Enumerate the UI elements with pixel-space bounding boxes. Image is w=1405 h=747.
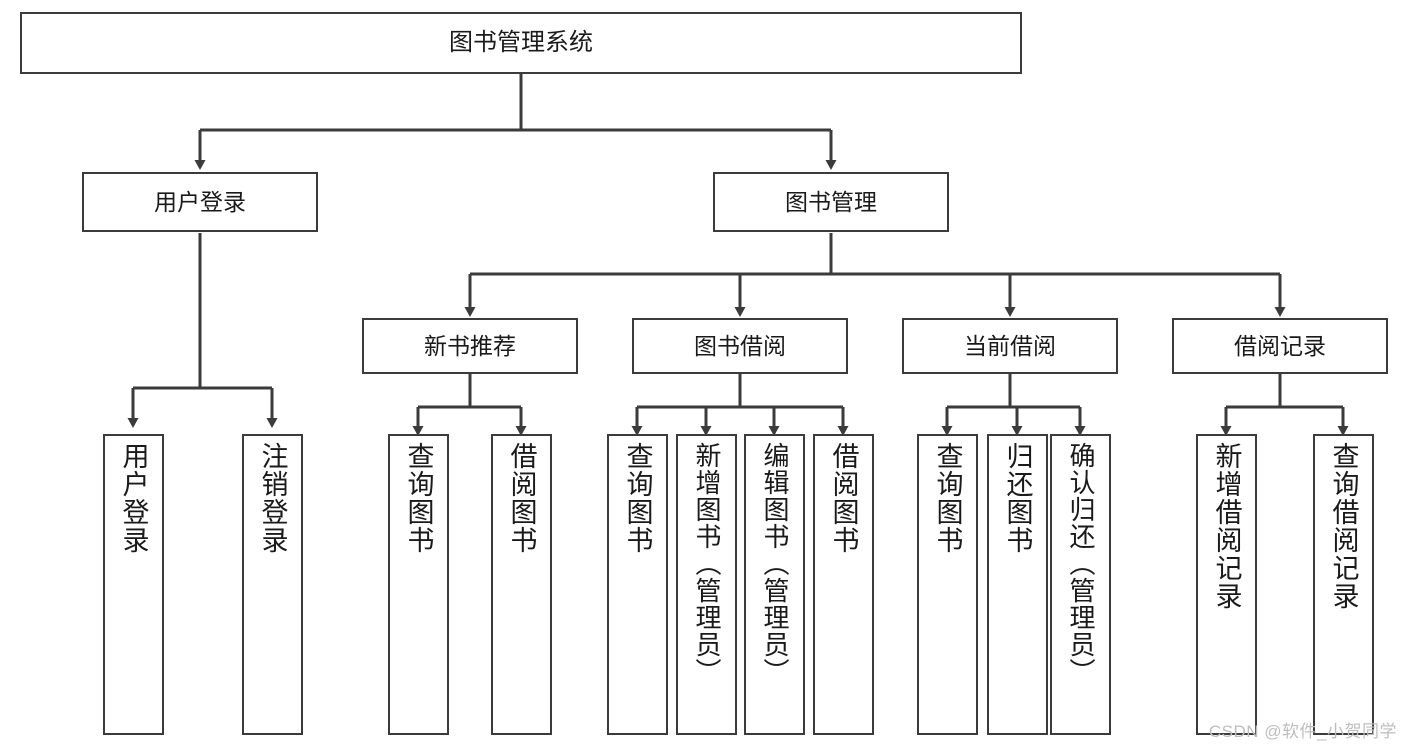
node-leaf-add-book[interactable]: 新增图书（管理员） (676, 434, 737, 735)
node-leaf-confirm-return[interactable]: 确认归还（管理员） (1050, 434, 1111, 735)
node-leaf-user-login[interactable]: 用户登录 (103, 434, 164, 735)
node-leaf-return-book[interactable]: 归还图书 (987, 434, 1048, 735)
node-leaf-borrow-book-1-label: 借阅图书 (506, 442, 537, 554)
node-leaf-user-logout-label: 注销登录 (257, 442, 288, 554)
node-user-login[interactable]: 用户登录 (82, 172, 318, 232)
node-leaf-borrow-book-2-label: 借阅图书 (828, 442, 859, 554)
node-leaf-query-record[interactable]: 查询借阅记录 (1313, 434, 1374, 735)
node-new-book-rec[interactable]: 新书推荐 (362, 318, 578, 374)
node-leaf-edit-book-label: 编辑图书（管理员） (760, 442, 791, 685)
node-borrow-record[interactable]: 借阅记录 (1172, 318, 1388, 374)
node-leaf-add-record[interactable]: 新增借阅记录 (1196, 434, 1257, 735)
node-leaf-query-book-2-label: 查询图书 (622, 442, 653, 554)
node-new-book-rec-label: 新书推荐 (424, 332, 516, 359)
node-book-borrow-label: 图书借阅 (694, 332, 786, 359)
node-leaf-return-book-label: 归还图书 (1002, 442, 1033, 554)
node-leaf-query-record-label: 查询借阅记录 (1328, 442, 1359, 610)
node-leaf-query-book-3-label: 查询图书 (932, 442, 963, 554)
node-user-login-label: 用户登录 (154, 188, 246, 215)
node-root-label: 图书管理系统 (449, 29, 593, 56)
node-leaf-borrow-book-2[interactable]: 借阅图书 (813, 434, 874, 735)
node-leaf-edit-book[interactable]: 编辑图书（管理员） (744, 434, 805, 735)
node-leaf-add-record-label: 新增借阅记录 (1211, 442, 1242, 610)
node-leaf-query-book-3[interactable]: 查询图书 (917, 434, 978, 735)
node-leaf-add-book-label: 新增图书（管理员） (692, 442, 723, 685)
node-leaf-borrow-book-1[interactable]: 借阅图书 (491, 434, 552, 735)
node-leaf-user-login-label: 用户登录 (118, 442, 149, 554)
node-leaf-query-book-1-label: 查询图书 (403, 442, 434, 554)
node-leaf-query-book-2[interactable]: 查询图书 (607, 434, 668, 735)
node-leaf-query-book-1[interactable]: 查询图书 (388, 434, 449, 735)
node-book-borrow[interactable]: 图书借阅 (632, 318, 848, 374)
node-leaf-user-logout[interactable]: 注销登录 (242, 434, 303, 735)
node-current-borrow-label: 当前借阅 (964, 332, 1056, 359)
node-root[interactable]: 图书管理系统 (20, 12, 1022, 74)
node-current-borrow[interactable]: 当前借阅 (902, 318, 1118, 374)
node-book-manage-label: 图书管理 (785, 188, 877, 215)
node-borrow-record-label: 借阅记录 (1234, 332, 1326, 359)
node-book-manage[interactable]: 图书管理 (713, 172, 949, 232)
node-leaf-confirm-return-label: 确认归还（管理员） (1066, 442, 1097, 685)
